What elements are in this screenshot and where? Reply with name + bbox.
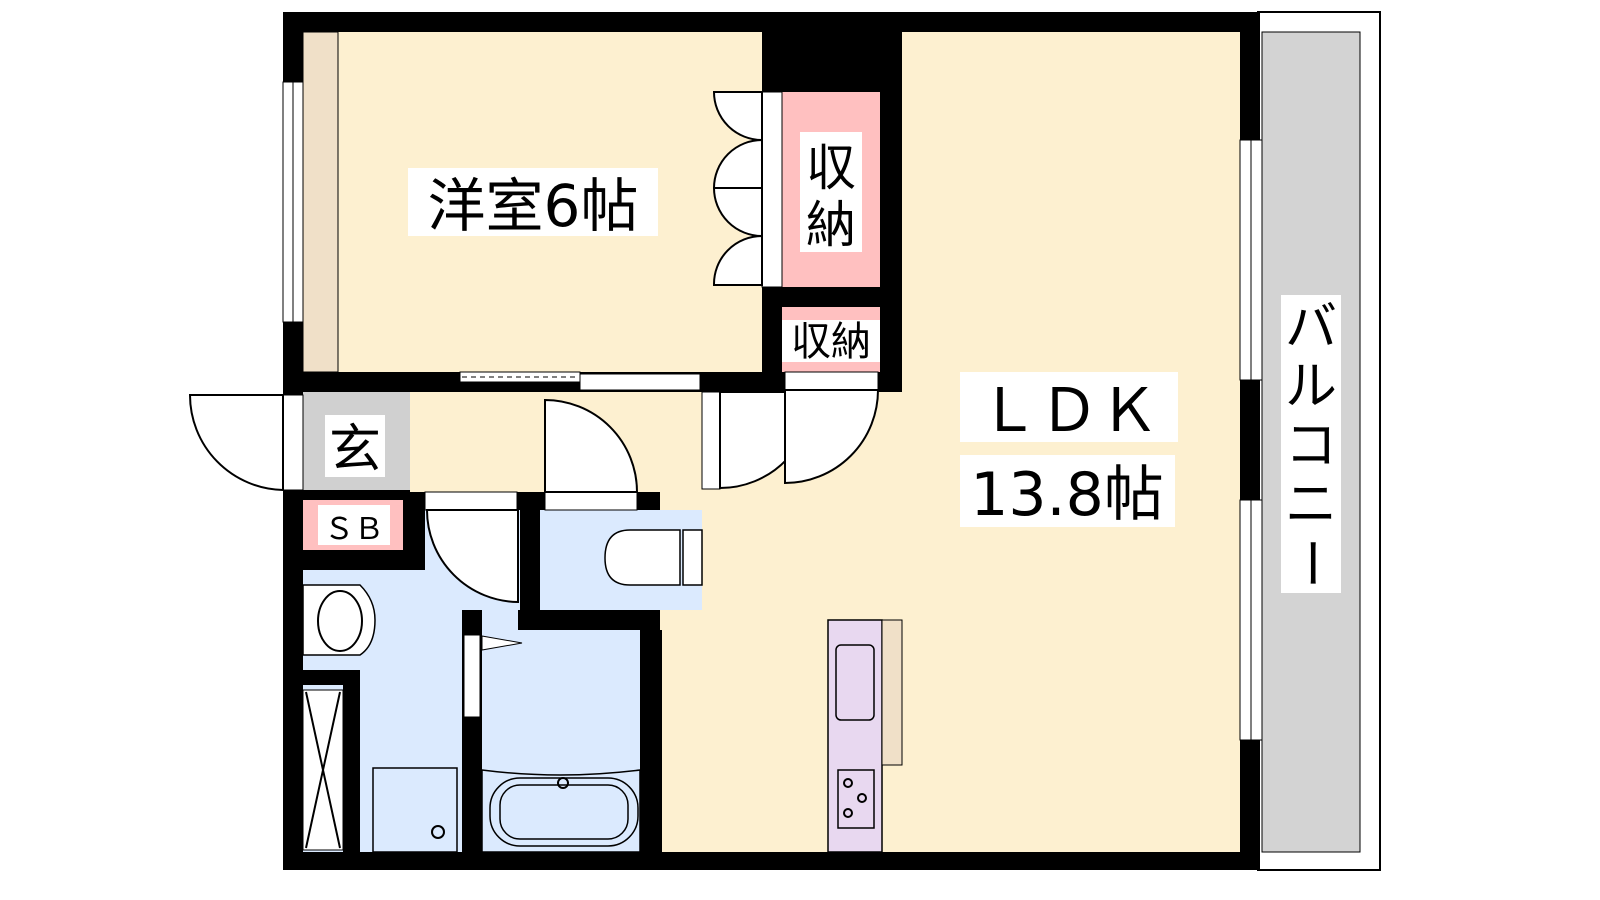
toilet-door[interactable] xyxy=(544,398,639,493)
wall xyxy=(303,670,360,685)
balcony-label-2: ル xyxy=(1285,357,1337,417)
bathtub-frame xyxy=(481,769,641,853)
wall xyxy=(343,685,360,852)
western-room-closet-strip xyxy=(302,31,339,373)
bathtub-inner xyxy=(499,784,629,840)
closet-small-door[interactable] xyxy=(784,389,880,485)
kitchen-shelf xyxy=(881,619,903,766)
label-bg xyxy=(960,455,1175,527)
burner xyxy=(843,808,853,818)
bathtub-drain xyxy=(557,777,569,789)
label-bg xyxy=(960,372,1178,442)
label-bg xyxy=(408,168,658,236)
stove-icon xyxy=(837,769,875,829)
storage-x-lines xyxy=(305,691,341,849)
bath-door[interactable] xyxy=(463,634,481,718)
kitchen-sink-icon xyxy=(835,644,875,721)
closet-door[interactable] xyxy=(712,234,763,286)
closet-large-label-2: 納 xyxy=(806,196,856,254)
sink-icon xyxy=(302,584,376,656)
entrance-label: 玄 xyxy=(329,420,381,480)
closet-door-frame xyxy=(761,91,783,288)
closet-small-label: 収納 xyxy=(791,319,871,365)
sliding-door[interactable] xyxy=(579,373,701,391)
washroom-lower xyxy=(360,630,462,852)
balcony-label-3: コ xyxy=(1285,416,1337,476)
label-bg xyxy=(782,320,880,362)
balcony-label-5: ー xyxy=(1280,537,1340,589)
wall xyxy=(640,630,662,852)
label-bg xyxy=(800,132,862,252)
entrance-door[interactable] xyxy=(188,394,284,492)
toilet-tank xyxy=(682,529,703,586)
entrance-door-frame xyxy=(282,394,304,491)
burner xyxy=(843,778,853,788)
label-bg xyxy=(318,505,390,545)
washer-drain xyxy=(431,825,445,839)
ldk-size-label: 13.8帖 xyxy=(970,460,1164,530)
balcony-label-4: ニ xyxy=(1285,475,1337,535)
washroom-door[interactable] xyxy=(425,509,519,604)
ldk-label: ＬＤＫ xyxy=(979,376,1159,446)
burner xyxy=(857,793,867,803)
sink-basin xyxy=(317,590,363,652)
label-bg xyxy=(1281,295,1341,593)
closet-large-label-1: 収 xyxy=(806,139,856,197)
label-bg xyxy=(325,415,385,477)
washer-space xyxy=(372,767,458,853)
bath-door-flag xyxy=(481,635,523,651)
toilet-door-frame xyxy=(544,491,638,511)
toilet-icon xyxy=(604,529,681,586)
shoe-box-label: ＳＢ xyxy=(324,512,384,547)
western-room-label: 洋室6帖 xyxy=(428,172,639,240)
balcony-label-1: バ xyxy=(1285,298,1337,358)
closet-small-door-frame xyxy=(784,371,879,391)
washroom-door-frame xyxy=(424,491,518,511)
ldk-door-frame xyxy=(701,391,721,490)
